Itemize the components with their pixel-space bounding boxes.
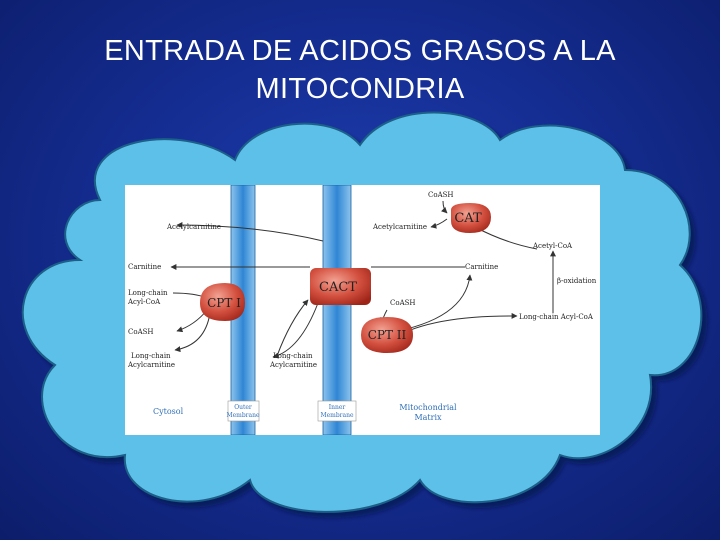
label-lc-acylcarnitine-left-2: Acylcarnitine: [127, 361, 175, 369]
enzyme-cpt1: [200, 283, 245, 321]
label-carnitine-right: Carnitine: [465, 263, 498, 271]
label-acetylcarnitine-left: Acetylcarnitine: [166, 223, 221, 231]
enzyme-cpt1-label: CPT I: [207, 296, 241, 310]
label-acetyl-coa: Acetyl-CoA: [532, 242, 573, 250]
carnitine-shuttle-diagram: CAT CACT CPT I CPT II CoASH Acetylcarnit…: [125, 185, 600, 435]
label-coash-left: CoASH: [128, 328, 154, 336]
arrow-acetylcarnitine-to-cytosol: [176, 222, 324, 242]
slide-title: ENTRADA DE ACIDOS GRASOS A LA MITOCONDRI…: [0, 32, 720, 108]
label-lc-acylcoa-right: Long-chain Acyl-CoA: [519, 313, 594, 321]
label-lc-acylcoa-2: Acyl-CoA: [127, 298, 161, 306]
title-line-2: MITOCONDRIA: [255, 73, 465, 105]
outer-membrane-label-box: [227, 400, 260, 422]
label-outer-membrane-1: Outer: [234, 404, 252, 411]
label-lc-acylcarnitine-mid-1: Long-chain: [273, 352, 313, 360]
enzyme-cact: [310, 268, 371, 305]
label-coash-top: CoASH: [428, 191, 454, 199]
arrow-cact-to-acylcarnitine: [272, 302, 319, 359]
label-inner-membrane-1: Inner: [329, 404, 346, 411]
label-beta-oxidation: β-oxidation: [557, 277, 597, 285]
arrow-acetylcoa-to-cat: [474, 226, 538, 250]
label-coash-mid: CoASH: [390, 299, 416, 307]
label-cytosol: Cytosol: [153, 407, 184, 416]
pathway-arrows: [170, 200, 556, 359]
metabolite-labels: CoASH Acetylcarnitine Acetylcarnitine Ac…: [127, 191, 597, 369]
arrow-acylcoa-to-matrix: [394, 312, 518, 338]
arrow-cpt1-to-coash: [176, 309, 208, 333]
enzyme-cact-label: CACT: [319, 280, 357, 295]
label-matrix-1: Mitochondrial: [399, 403, 457, 412]
label-matrix-2: Matrix: [414, 413, 442, 422]
inner-membrane-label-box: [317, 400, 357, 422]
arrow-acylcarnitine-to-cact: [276, 299, 309, 357]
arrow-to-acetylcarnitine-right: [430, 218, 448, 229]
inner-membrane: [322, 185, 352, 435]
arrow-cpt1-to-acylcarnitine: [174, 312, 211, 353]
label-acetylcarnitine-right: Acetylcarnitine: [372, 223, 427, 231]
title-line-1: ENTRADA DE ACIDOS GRASOS A LA: [104, 35, 616, 67]
enzyme-cat: [451, 203, 491, 233]
enzyme-cpt2-label: CPT II: [368, 328, 407, 342]
label-lc-acylcarnitine-left-1: Long-chain: [131, 352, 171, 360]
label-outer-membrane-2: Membrane: [226, 412, 260, 419]
enzyme-cpt2: [361, 317, 413, 353]
diagram-svg: CAT CACT CPT I CPT II CoASH Acetylcarnit…: [127, 185, 597, 435]
compartment-labels: Cytosol Outer Membrane Inner Membrane Mi…: [153, 400, 457, 422]
label-lc-acylcoa-1: Long-chain: [128, 289, 168, 297]
arrow-coash-to-cat: [441, 200, 448, 214]
label-inner-membrane-2: Membrane: [320, 412, 354, 419]
label-lc-acylcarnitine-mid-2: Acylcarnitine: [269, 361, 317, 369]
enzyme-cat-label: CAT: [454, 211, 482, 226]
label-carnitine-left: Carnitine: [128, 263, 161, 271]
